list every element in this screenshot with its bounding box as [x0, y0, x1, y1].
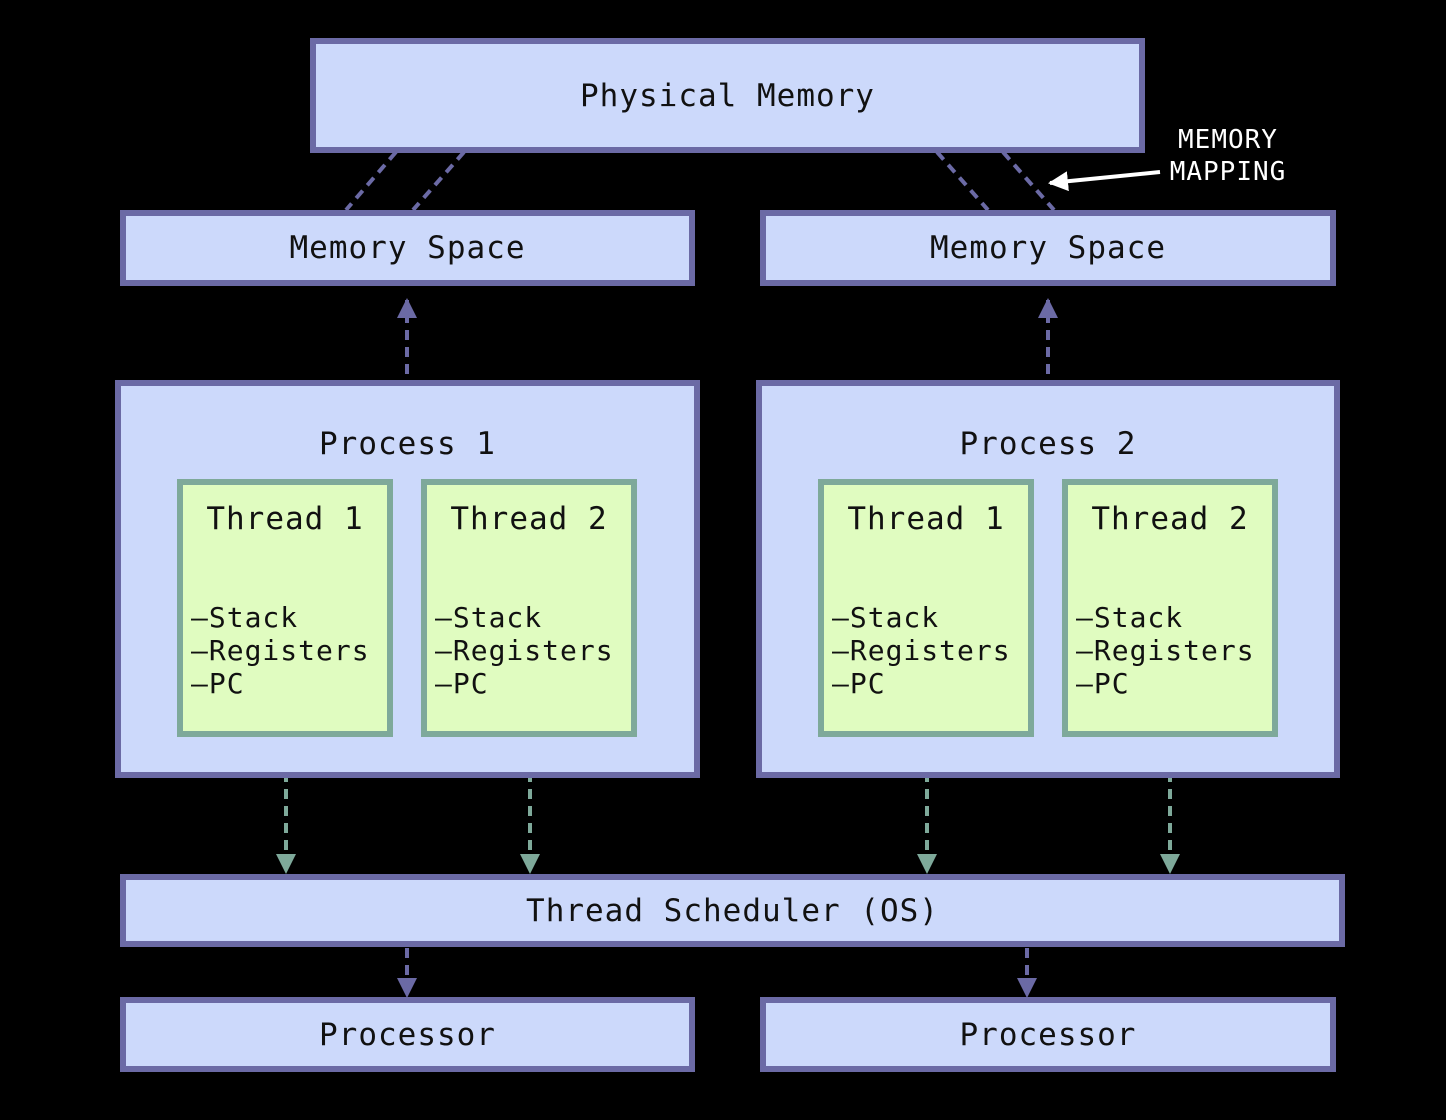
memory-mapping-line-1: MEMORY	[1178, 125, 1278, 155]
memory-space-label: Memory Space	[289, 230, 526, 266]
memory-space-box-2: Memory Space	[760, 210, 1336, 286]
thread-item-pc: PC	[191, 667, 370, 700]
thread-item-registers: Registers	[1076, 634, 1255, 667]
thread-box: Thread 2 Stack Registers PC	[421, 479, 637, 737]
memory-mapping-annotation: MEMORY MAPPING	[1160, 124, 1296, 188]
thread-title: Thread 1	[847, 501, 1005, 537]
process-box-1: Process 1 Thread 1 Stack Registers PC Th…	[115, 380, 700, 778]
memory-mapping-line-2: MAPPING	[1169, 157, 1287, 187]
physical-memory-label: Physical Memory	[580, 77, 875, 114]
thread-scheduler-box: Thread Scheduler (OS)	[120, 874, 1345, 947]
memory-mapping-line	[411, 150, 466, 212]
memory-mapping-line	[344, 150, 398, 212]
thread-item-registers: Registers	[191, 634, 370, 667]
thread-title: Thread 1	[206, 501, 364, 537]
thread-item-stack: Stack	[435, 601, 614, 634]
process-box-2: Process 2 Thread 1 Stack Registers PC Th…	[756, 380, 1340, 778]
memory-mapping-line	[1001, 150, 1056, 212]
thread-box: Thread 1 Stack Registers PC	[177, 479, 393, 737]
thread-item-registers: Registers	[435, 634, 614, 667]
thread-item-pc: PC	[832, 667, 1011, 700]
thread-item-stack: Stack	[1076, 601, 1255, 634]
process-title: Process 2	[959, 426, 1137, 462]
thread-item-stack: Stack	[832, 601, 1011, 634]
thread-item-list: Stack Registers PC	[435, 601, 614, 700]
thread-title: Thread 2	[1091, 501, 1249, 537]
process-title: Process 1	[319, 426, 496, 462]
annotation-arrow	[1048, 170, 1161, 192]
thread-item-stack: Stack	[191, 601, 370, 634]
thread-item-pc: PC	[1076, 667, 1255, 700]
thread-item-pc: PC	[435, 667, 614, 700]
thread-item-list: Stack Registers PC	[832, 601, 1011, 700]
memory-space-label: Memory Space	[930, 230, 1166, 266]
thread-item-list: Stack Registers PC	[1076, 601, 1255, 700]
thread-title: Thread 2	[450, 501, 608, 537]
memory-mapping-line	[935, 150, 990, 212]
memory-space-box-1: Memory Space	[120, 210, 695, 286]
processor-label: Processor	[319, 1016, 496, 1053]
thread-box: Thread 2 Stack Registers PC	[1062, 479, 1278, 737]
thread-item-list: Stack Registers PC	[191, 601, 370, 700]
physical-memory-box: Physical Memory	[310, 38, 1145, 153]
thread-box: Thread 1 Stack Registers PC	[818, 479, 1034, 737]
thread-scheduler-label: Thread Scheduler (OS)	[526, 892, 939, 929]
processor-box-2: Processor	[760, 997, 1336, 1072]
thread-item-registers: Registers	[832, 634, 1011, 667]
processor-label: Processor	[959, 1016, 1137, 1053]
processor-box-1: Processor	[120, 997, 695, 1072]
